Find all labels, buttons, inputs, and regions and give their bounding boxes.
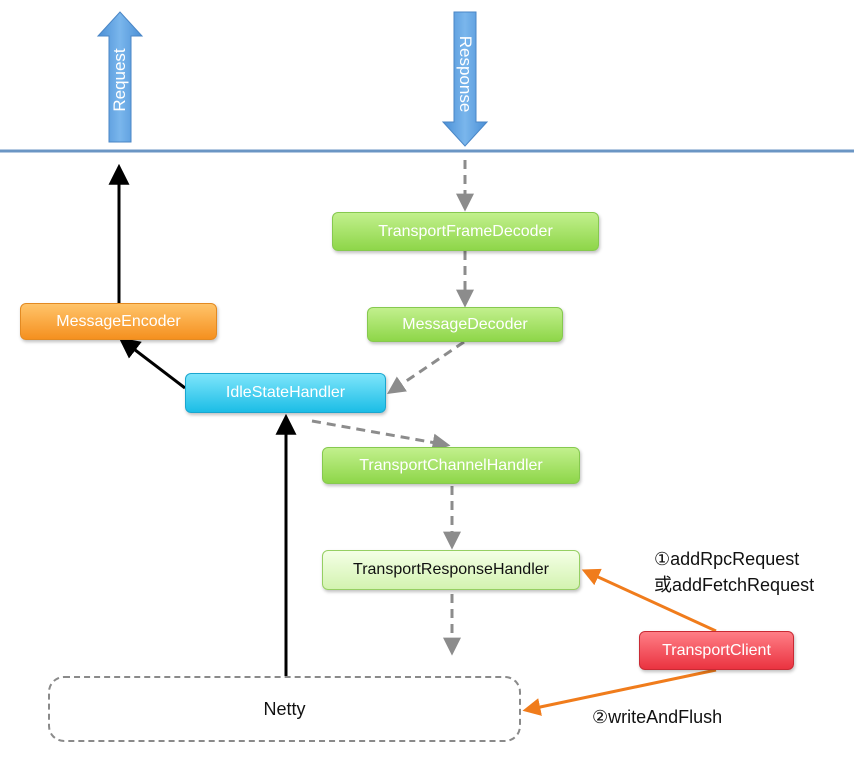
request-label: Request	[110, 48, 129, 112]
edge-idle-to-channel-handler	[311, 419, 451, 452]
idle-state-handler-node: IdleStateHandler	[185, 373, 386, 413]
step1-annotation-line1: ①addRpcRequest	[654, 549, 800, 569]
edge-message-decoder-to-idle	[387, 340, 465, 395]
step2-annotation: ②writeAndFlush	[592, 707, 723, 727]
message-decoder-node: MessageDecoder	[367, 307, 563, 342]
transport-frame-decoder-node: TransportFrameDecoder	[332, 212, 599, 251]
response-block-arrow	[441, 11, 489, 147]
edge-client-to-netty	[522, 668, 717, 716]
request-block-arrow	[96, 11, 144, 143]
transport-channel-handler-node: TransportChannelHandler	[322, 447, 580, 484]
response-label: Response	[456, 35, 475, 113]
transport-client-node: TransportClient	[639, 631, 794, 670]
message-encoder-node: MessageEncoder	[20, 303, 217, 340]
edge-client-to-response-handler	[581, 568, 717, 633]
netty-node: Netty	[48, 676, 521, 742]
edge-idle-to-encoder	[118, 337, 186, 390]
step1-annotation-line2: 或addFetchRequest	[654, 575, 815, 595]
transport-response-handler-node: TransportResponseHandler	[322, 550, 580, 590]
